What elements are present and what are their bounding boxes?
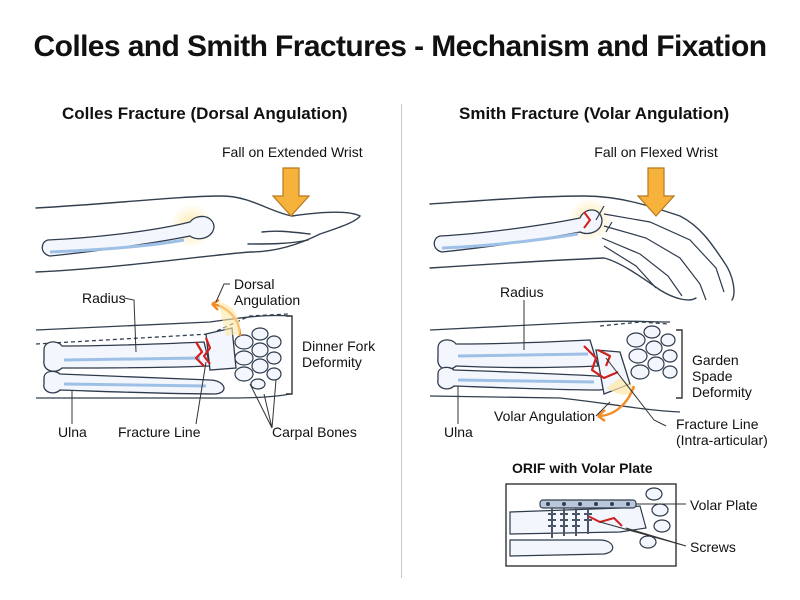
colles-dorsal-angulation-label: Dorsal Angulation	[234, 276, 301, 308]
smith-fracture-line	[583, 345, 619, 380]
colles-angulation-shade	[218, 302, 241, 336]
colles-distal-fragment	[205, 327, 237, 371]
smith-ulna-bone	[437, 366, 610, 391]
colles-carpal-bones	[234, 327, 282, 390]
smith-deformity-bracket	[676, 329, 683, 399]
colles-forearm-bones	[41, 215, 215, 257]
colles-leader-lines	[71, 283, 277, 429]
colles-ulna-label: Ulna	[58, 424, 87, 440]
smith-carpal-bones	[626, 325, 678, 380]
smith-fracture-line-label: Fracture Line (Intra-articular)	[676, 416, 768, 448]
orif-screws-label: Screws	[690, 539, 736, 555]
smith-deformity-label: Garden Spade Deformity	[692, 352, 752, 400]
orif-volar-plate	[539, 499, 637, 509]
smith-ulna-label: Ulna	[444, 424, 473, 440]
smith-fracture-outline	[429, 320, 681, 413]
page-title: Colles and Smith Fractures - Mechanism a…	[33, 30, 768, 63]
colles-heading: Colles Fracture (Dorsal Angulation)	[62, 104, 348, 123]
colles-forearm-outline	[35, 195, 362, 273]
colles-deformity-label: Dinner Fork Deformity	[302, 338, 376, 370]
smith-radius-bone	[437, 339, 599, 370]
orif-heading: ORIF with Volar Plate	[512, 460, 653, 476]
orif-screws	[548, 508, 592, 538]
colles-fracture-line-label: Fracture Line	[118, 424, 201, 440]
colles-radius-bone	[43, 341, 211, 372]
smith-hand-bones	[595, 205, 725, 301]
smith-angulation-shade	[606, 378, 636, 395]
smith-mechanism-arrow	[636, 167, 676, 217]
colles-carpal-bones-label: Carpal Bones	[272, 424, 357, 440]
colles-deformity-bracket	[286, 315, 293, 395]
colles-mechanism-arrow	[271, 167, 311, 217]
smith-fracture-top	[583, 211, 592, 229]
smith-volar-angulation-arrow	[597, 385, 636, 422]
smith-leader-lines	[457, 300, 667, 427]
smith-heading: Smith Fracture (Volar Angulation)	[459, 104, 730, 123]
smith-forearm-bones	[433, 209, 603, 253]
orif-fracture-line	[587, 515, 623, 527]
colles-ulna-bone	[43, 370, 225, 395]
smith-radius-label: Radius	[500, 284, 544, 300]
smith-mechanism-label: Fall on Flexed Wrist	[594, 144, 718, 160]
section-divider	[401, 104, 402, 578]
colles-radius-label: Radius	[82, 290, 126, 306]
smith-volar-angulation-label: Volar Angulation	[494, 408, 596, 424]
colles-fracture-line	[194, 337, 212, 367]
orif-leader-lines	[599, 503, 687, 547]
orif-plate-label: Volar Plate	[690, 497, 758, 513]
colles-mechanism-label: Fall on Extended Wrist	[222, 144, 363, 160]
